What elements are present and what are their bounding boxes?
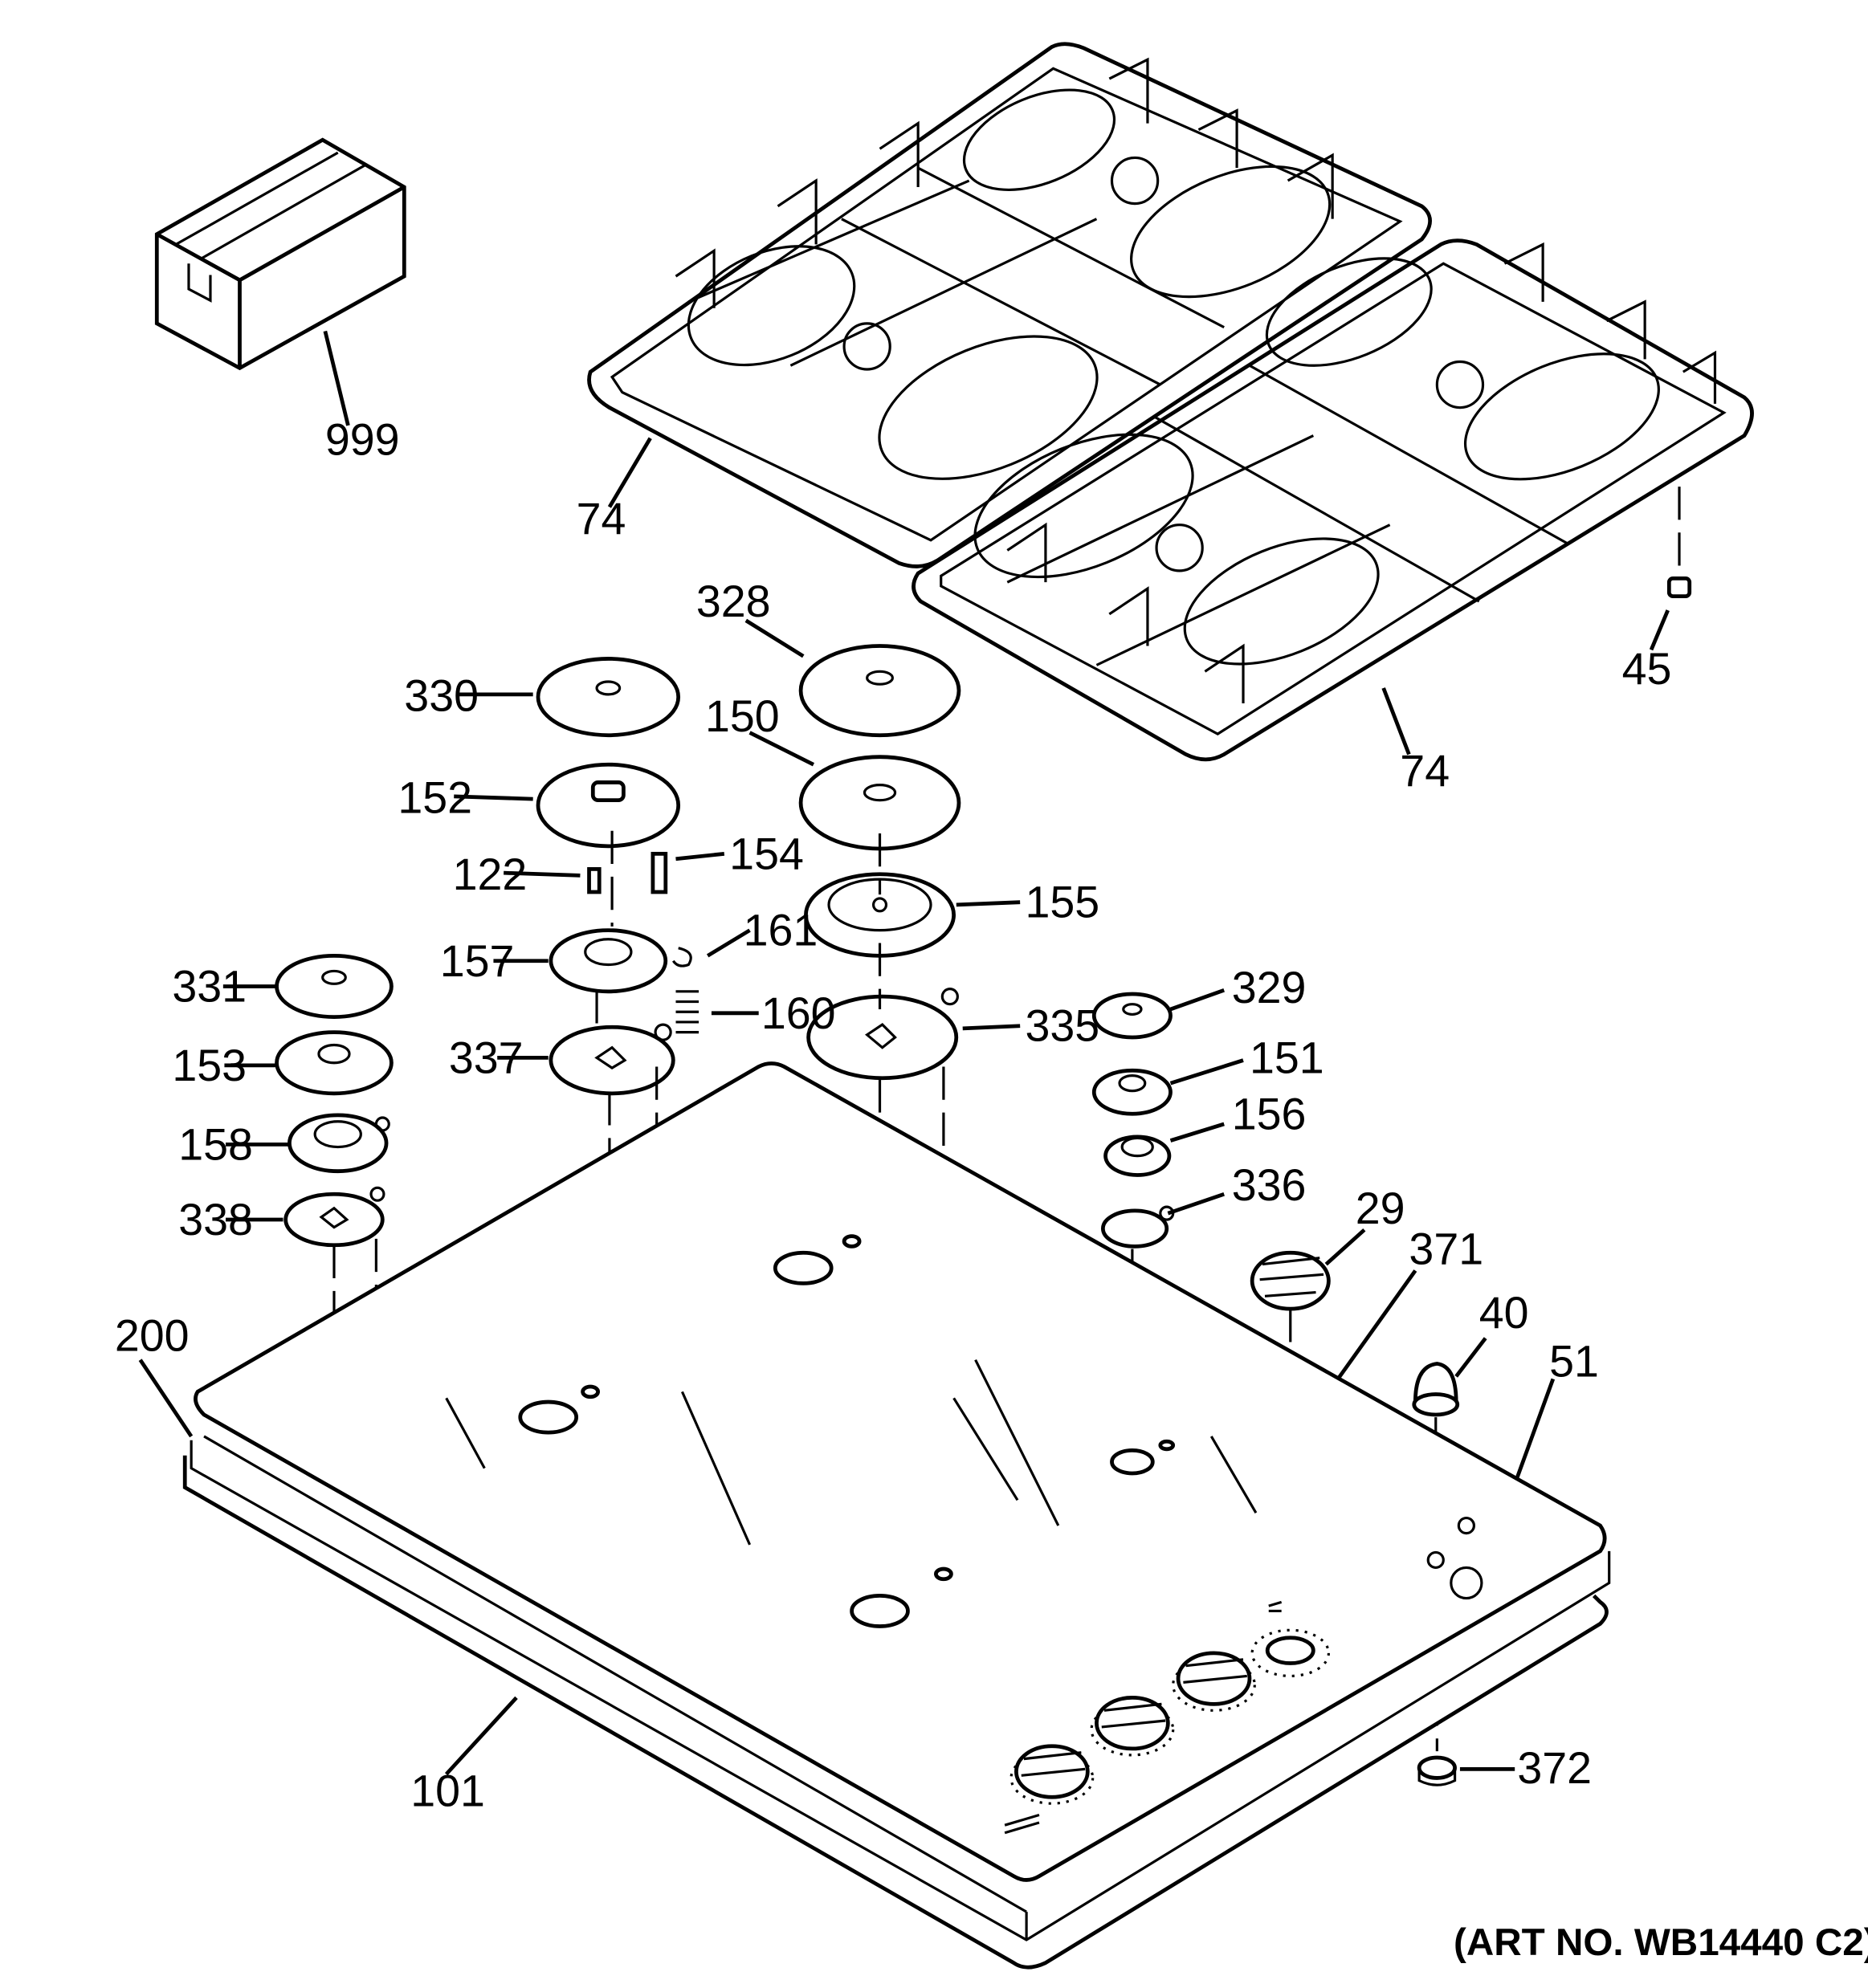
burner-medium bbox=[536, 657, 854, 1252]
label-156: 156 bbox=[1232, 1089, 1307, 1139]
label-372: 372 bbox=[1517, 1743, 1592, 1793]
label-335: 335 bbox=[1026, 1001, 1100, 1051]
glass-cooktop bbox=[194, 1061, 1607, 1882]
part-labels: 999 74 74 45 328 330 150 152 154 122 155… bbox=[115, 414, 1868, 1964]
label-328: 328 bbox=[696, 576, 771, 626]
right-grate bbox=[912, 238, 1754, 762]
label-151: 151 bbox=[1250, 1033, 1324, 1082]
grate-foot bbox=[1649, 487, 1692, 651]
label-153: 153 bbox=[172, 1041, 247, 1090]
label-51: 51 bbox=[1549, 1336, 1599, 1386]
label-155: 155 bbox=[1026, 878, 1100, 927]
burner-large bbox=[798, 644, 961, 1603]
art-number: (ART NO. WB14440 C2) bbox=[1454, 1921, 1868, 1964]
package-box bbox=[154, 137, 406, 426]
label-122: 122 bbox=[453, 849, 528, 899]
label-158: 158 bbox=[178, 1119, 253, 1169]
label-101: 101 bbox=[410, 1766, 485, 1815]
label-29: 29 bbox=[1356, 1183, 1405, 1233]
label-74-left: 74 bbox=[577, 494, 626, 544]
label-200: 200 bbox=[115, 1311, 190, 1361]
label-330: 330 bbox=[404, 671, 479, 721]
burner-small-right bbox=[1091, 992, 1175, 1443]
label-152: 152 bbox=[398, 773, 472, 823]
label-371: 371 bbox=[1409, 1224, 1483, 1274]
label-338: 338 bbox=[178, 1195, 253, 1245]
label-999: 999 bbox=[325, 414, 400, 464]
label-160: 160 bbox=[761, 988, 836, 1038]
label-40: 40 bbox=[1479, 1288, 1529, 1338]
label-157: 157 bbox=[440, 936, 515, 986]
label-329: 329 bbox=[1232, 963, 1307, 1012]
label-150: 150 bbox=[705, 691, 780, 741]
label-161: 161 bbox=[744, 906, 818, 955]
label-74-right: 74 bbox=[1400, 746, 1450, 796]
left-grate bbox=[587, 42, 1432, 568]
label-331: 331 bbox=[172, 962, 247, 1012]
label-154: 154 bbox=[729, 829, 804, 878]
label-45: 45 bbox=[1622, 644, 1672, 694]
label-336: 336 bbox=[1232, 1160, 1307, 1210]
burner-small-left bbox=[275, 953, 591, 1405]
label-337: 337 bbox=[449, 1033, 524, 1082]
